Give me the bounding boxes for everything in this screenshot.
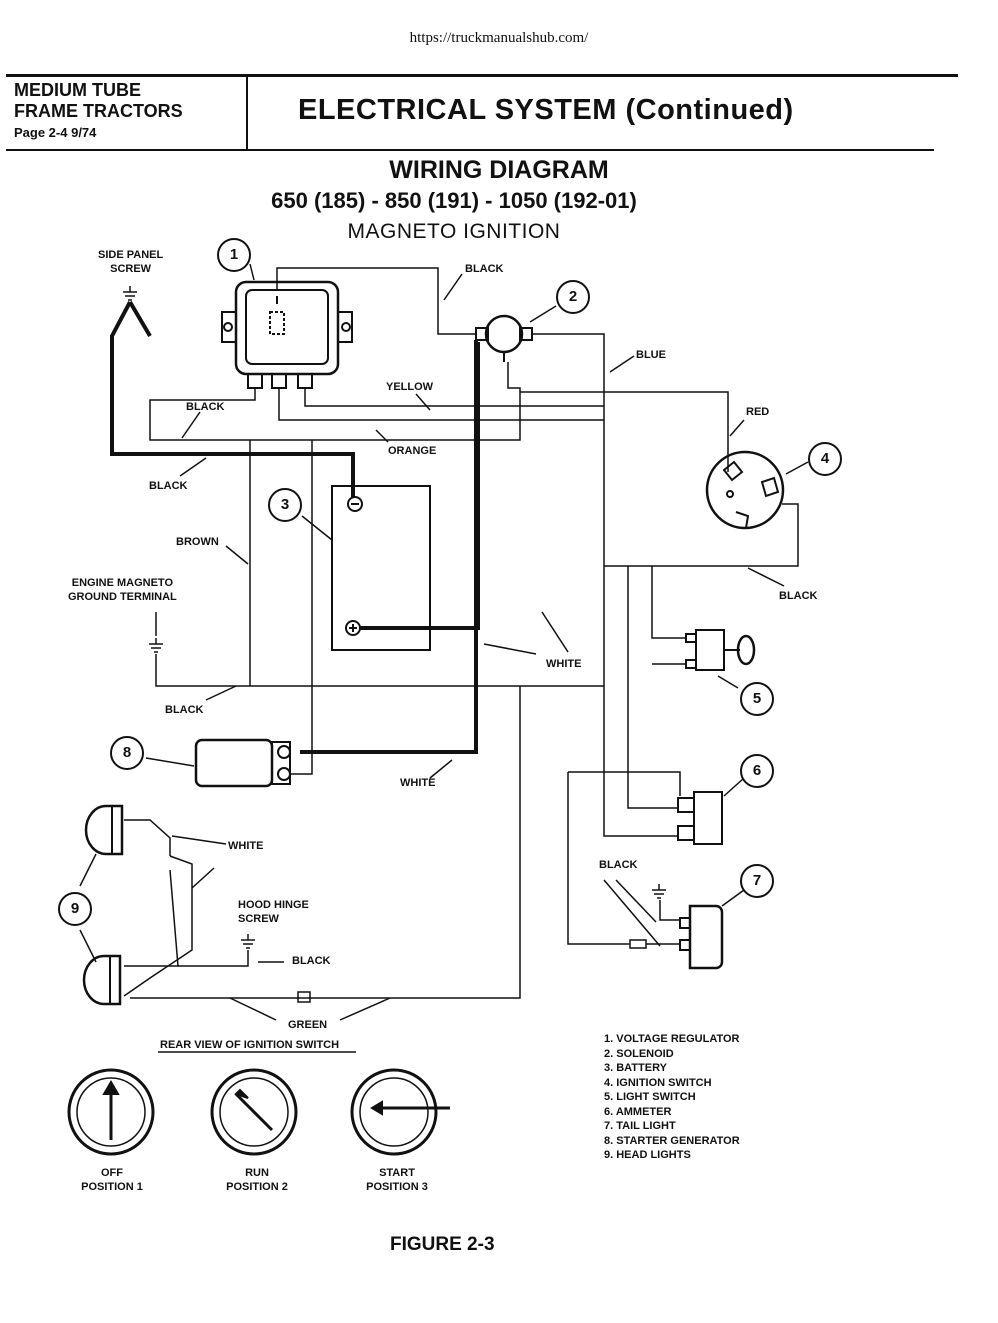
header-line-2: FRAME TRACTORS	[14, 101, 183, 121]
label-side-panel-line2: SCREW	[110, 263, 152, 275]
battery	[331, 485, 431, 651]
switch-start-caption: START POSITION 3	[362, 1166, 432, 1194]
header-page: Page 2-4 9/74	[14, 125, 97, 140]
label-black-left: BLACK	[186, 401, 225, 413]
label-side-panel-line1: SIDE PANEL	[98, 249, 164, 261]
label-black-mid: BLACK	[165, 704, 204, 716]
label-blue: BLUE	[636, 349, 666, 361]
heavy-cables	[110, 300, 480, 754]
diagram-models: 650 (185) - 850 (191) - 1050 (192-01)	[271, 188, 637, 213]
leader-lines	[79, 263, 809, 1021]
switch-off-caption: OFF POSITION 1	[80, 1166, 144, 1194]
legend-item: 8. STARTER GENERATOR	[604, 1134, 740, 1147]
component-legend: 1. VOLTAGE REGULATOR 2. SOLENOID 3. BATT…	[604, 1032, 740, 1163]
label-black-hood: BLACK	[292, 955, 331, 967]
ammeter	[677, 791, 723, 845]
legend-item: 4. IGNITION SWITCH	[604, 1076, 712, 1089]
legend-item: 5. LIGHT SWITCH	[604, 1091, 696, 1103]
label-rear-view: REAR VIEW OF IGNITION SWITCH	[160, 1039, 340, 1051]
label-engine-magneto-line2: GROUND TERMINAL	[68, 591, 177, 603]
callout-9: 9	[58, 892, 92, 926]
ignition-switch	[705, 450, 785, 530]
header-rule-top	[6, 74, 958, 77]
header-line-1: MEDIUM TUBE	[14, 80, 141, 100]
source-url: https://truckmanualshub.com/	[409, 30, 589, 46]
header-rule-bottom	[6, 149, 934, 151]
ground-symbols	[123, 286, 666, 949]
solenoid	[475, 314, 533, 362]
callout-2: 2	[556, 280, 590, 314]
legend-item: 3. BATTERY	[604, 1062, 667, 1074]
light-switch	[685, 629, 756, 671]
legend-item: 7. TAIL LIGHT	[604, 1120, 676, 1132]
switch-start-position: POSITION 3	[366, 1181, 428, 1193]
callout-1: 1	[217, 238, 251, 272]
switch-start-name: START	[379, 1167, 415, 1179]
switch-run-name: RUN	[245, 1167, 269, 1179]
label-white-head: WHITE	[228, 840, 264, 852]
legend-item: 2. SOLENOID	[604, 1047, 674, 1060]
label-black-right: BLACK	[779, 590, 818, 602]
starter-generator	[194, 738, 291, 788]
wires	[123, 267, 799, 1003]
label-white-mid: WHITE	[546, 658, 582, 670]
switch-off-name: OFF	[101, 1167, 123, 1179]
label-white-low: WHITE	[400, 777, 436, 789]
legend-item: 9. HEAD LIGHTS	[604, 1149, 691, 1161]
legend-item: 6. AMMETER	[604, 1105, 672, 1118]
label-side-panel: SIDE PANEL SCREW	[98, 248, 163, 276]
diagram-subtitle: MAGNETO IGNITION	[347, 220, 561, 243]
callout-7: 7	[740, 864, 774, 898]
callout-6: 6	[740, 754, 774, 788]
label-black-tail: BLACK	[599, 859, 638, 871]
header-section: MEDIUM TUBE FRAME TRACTORS Page 2-4 9/74	[14, 80, 183, 143]
label-hood-hinge-line2: SCREW	[238, 913, 279, 925]
switch-run-caption: RUN POSITION 2	[222, 1166, 292, 1194]
label-yellow: YELLOW	[386, 381, 434, 393]
switch-run-position: POSITION 2	[226, 1181, 288, 1193]
callout-5: 5	[740, 682, 774, 716]
switch-positions	[67, 1051, 450, 1156]
label-black-left-2: BLACK	[149, 480, 188, 492]
label-orange: ORANGE	[388, 445, 437, 457]
page-title: ELECTRICAL SYSTEM (Continued)	[298, 94, 794, 126]
switch-off-position: POSITION 1	[81, 1181, 143, 1193]
label-hood-hinge-line1: HOOD HINGE	[238, 899, 309, 911]
label-brown: BROWN	[176, 536, 219, 548]
legend-item: 1. VOLTAGE REGULATOR	[604, 1033, 740, 1045]
label-engine-magneto: ENGINE MAGNETO GROUND TERMINAL	[68, 576, 177, 604]
callout-3: 3	[268, 488, 302, 522]
callout-4: 4	[808, 442, 842, 476]
label-hood-hinge: HOOD HINGE SCREW	[238, 898, 309, 926]
figure-caption: FIGURE 2-3	[390, 1234, 495, 1255]
voltage-regulator	[221, 280, 353, 389]
tail-light	[679, 904, 724, 970]
label-engine-magneto-line1: ENGINE MAGNETO	[71, 577, 174, 589]
header-divider	[246, 76, 248, 150]
callout-8: 8	[110, 736, 144, 770]
label-green: GREEN	[288, 1019, 328, 1031]
label-red: RED	[746, 406, 770, 418]
label-black-top: BLACK	[465, 263, 504, 275]
diagram-title: WIRING DIAGRAM	[389, 156, 609, 184]
